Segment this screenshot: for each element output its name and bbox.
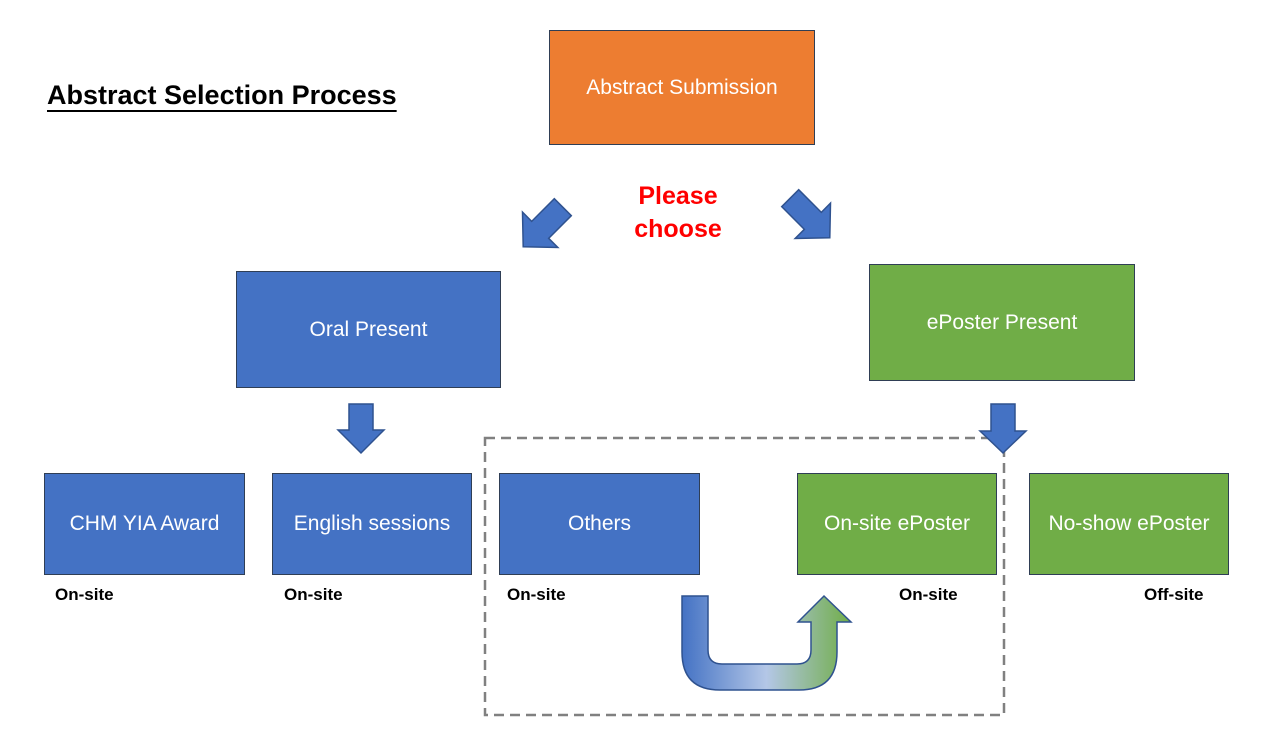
uturn-arrow-others-to-onsite-eposter — [681, 594, 853, 691]
chm-yia-location: On-site — [55, 585, 114, 604]
english-location: On-site — [284, 585, 343, 604]
onsite-eposter-location: On-site — [899, 585, 958, 604]
arrow-eposter-to-onsite — [978, 403, 1028, 455]
oral-present-box: Oral Present — [236, 271, 501, 388]
arrow-to-eposter — [780, 188, 832, 240]
others-box: Others — [499, 473, 700, 575]
others-location: On-site — [507, 585, 566, 604]
chm-yia-award-label: CHM YIA Award — [69, 512, 220, 535]
others-label: Others — [567, 512, 632, 535]
arrow-to-oral — [521, 197, 573, 249]
arrow-oral-to-english — [336, 403, 386, 455]
abstract-submission-box: Abstract Submission — [549, 30, 815, 145]
noshow-eposter-box: No-show ePoster — [1029, 473, 1229, 575]
please-choose-text: Please choose — [634, 182, 722, 243]
eposter-present-box: ePoster Present — [869, 264, 1135, 381]
oral-present-label: Oral Present — [309, 317, 428, 341]
diagram-title: Abstract Selection Process — [47, 80, 397, 110]
eposter-present-label: ePoster Present — [926, 310, 1078, 334]
onsite-eposter-box: On-site ePoster — [797, 473, 997, 575]
noshow-eposter-location: Off-site — [1144, 585, 1204, 604]
onsite-group-dashed-border — [483, 436, 1006, 717]
english-sessions-label: English sessions — [293, 512, 451, 535]
abstract-submission-label: Abstract Submission — [586, 75, 778, 99]
english-sessions-box: English sessions — [272, 473, 472, 575]
onsite-eposter-label: On-site ePoster — [824, 512, 970, 535]
noshow-eposter-label: No-show ePoster — [1048, 512, 1210, 535]
chm-yia-award-box: CHM YIA Award — [44, 473, 245, 575]
